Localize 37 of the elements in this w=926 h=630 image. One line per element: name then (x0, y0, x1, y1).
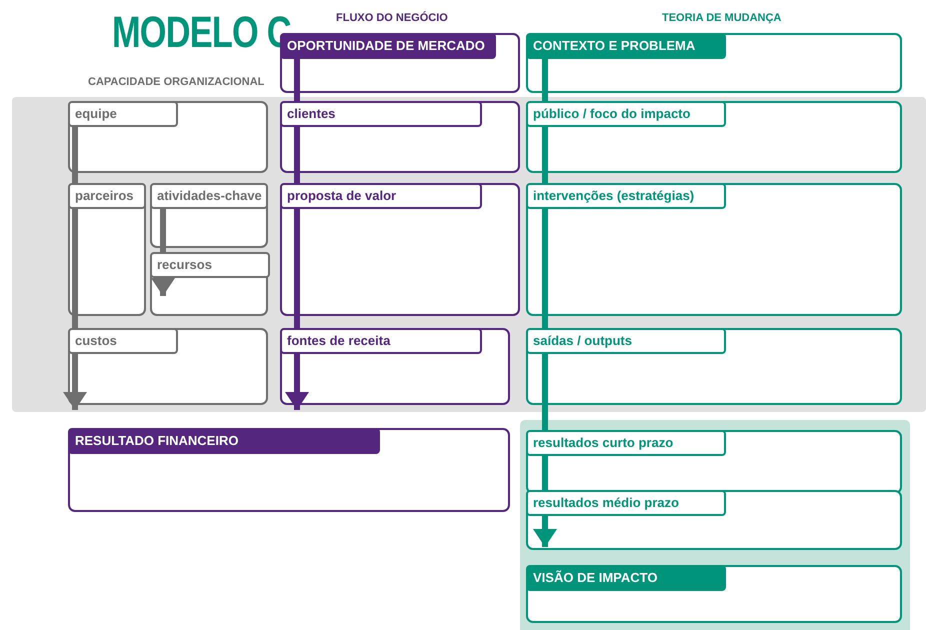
heading-tab: atividades-chave (150, 183, 268, 209)
canvas-box (526, 328, 902, 405)
arrow (533, 514, 557, 547)
canvas-box (68, 428, 510, 512)
heading-tab: custos (68, 328, 178, 354)
section-label: CAPACIDADE ORGANIZACIONAL (88, 76, 264, 88)
canvas-box (280, 328, 510, 405)
section-label: FLUXO DO NEGÓCIO (336, 12, 448, 24)
heading-tab: intervenções (estratégias) (526, 183, 726, 209)
heading-tab: saídas / outputs (526, 328, 726, 354)
canvas-box (526, 565, 902, 623)
heading-tab: resultados médio prazo (526, 490, 726, 516)
heading-tab: equipe (68, 101, 178, 127)
canvas-box (280, 183, 520, 316)
heading-tab: CONTEXTO E PROBLEMA (526, 33, 726, 59)
heading-tab: VISÃO DE IMPACTO (526, 565, 726, 591)
arrow (63, 352, 87, 410)
canvas-box (526, 183, 902, 316)
canvas-box (68, 183, 146, 316)
canvas-box (68, 101, 268, 173)
arrow (285, 352, 309, 410)
heading-tab: proposta de valor (280, 183, 482, 209)
canvas-box (526, 101, 902, 173)
heading-tab: clientes (280, 101, 482, 127)
heading-tab: parceiros (68, 183, 146, 209)
canvas-box (526, 430, 902, 494)
heading-tab: fontes de receita (280, 328, 482, 354)
canvas-box (280, 101, 520, 173)
canvas-box (68, 328, 268, 405)
heading-tab: resultados curto prazo (526, 430, 726, 456)
canvas-box (526, 490, 902, 550)
canvas-box (150, 183, 268, 248)
heading-tab: RESULTADO FINANCEIRO (68, 428, 380, 454)
heading-tab: recursos (150, 252, 270, 278)
canvas-box (526, 33, 902, 93)
heading-tab: público / foco do impacto (526, 101, 726, 127)
canvas-box (150, 252, 268, 316)
